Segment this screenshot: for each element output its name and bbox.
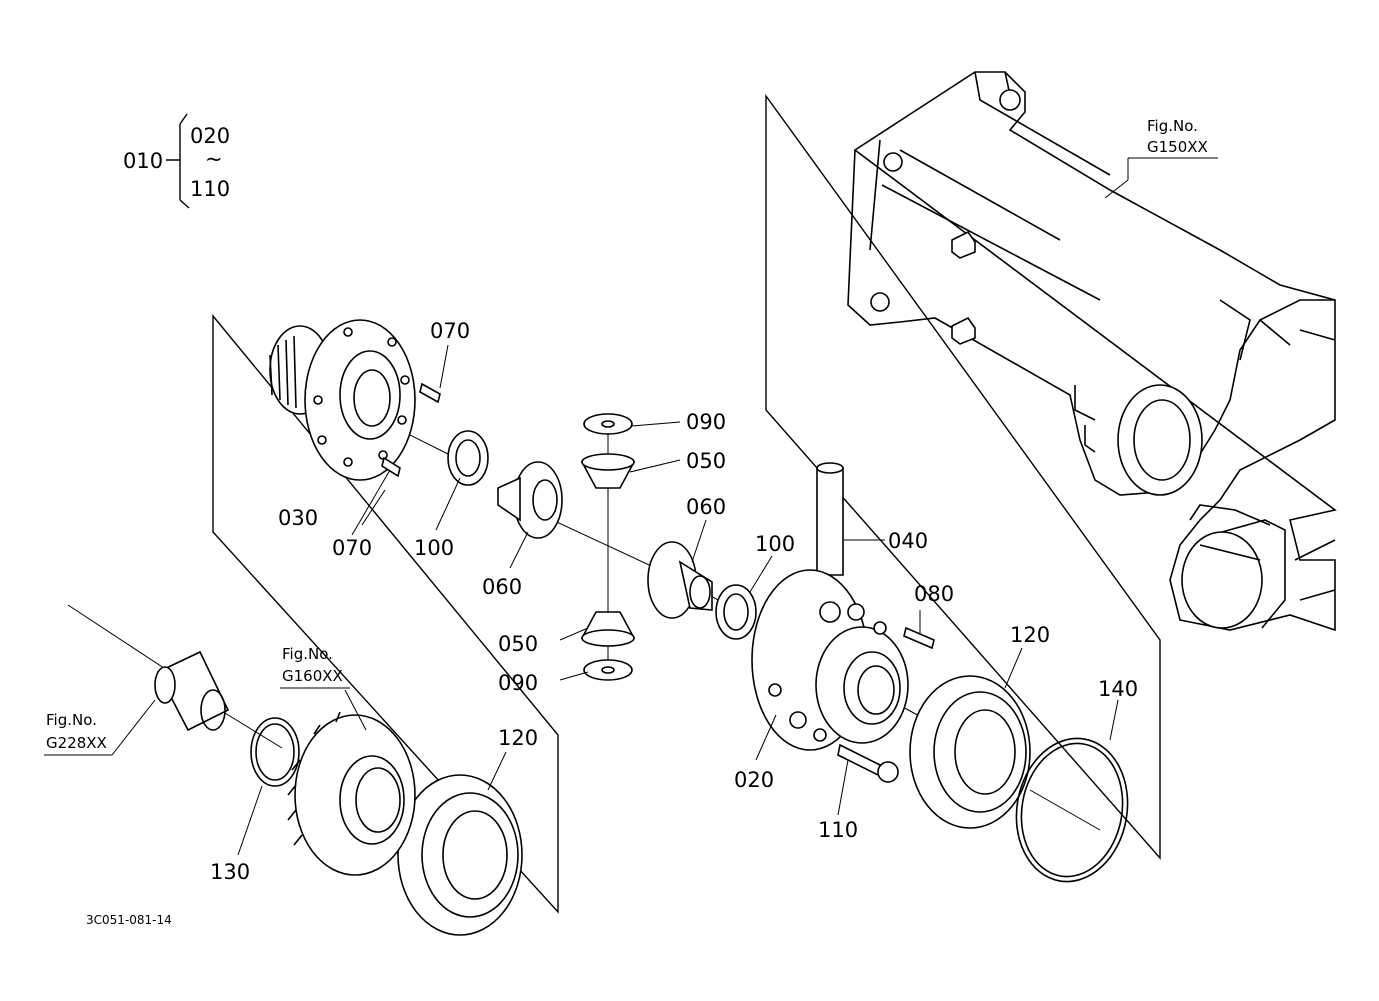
svg-text:Fig.No.: Fig.No. (282, 645, 333, 663)
callout-090-bottom[interactable]: 090 (498, 671, 538, 695)
callout-100-right[interactable]: 100 (755, 532, 795, 556)
callout-070-top[interactable]: 070 (430, 319, 470, 343)
callout-120-right[interactable]: 120 (1010, 623, 1050, 647)
part-120-bearing-right (909, 675, 1031, 829)
fig-ref-g160-code: G160XX (282, 667, 343, 685)
callout-020[interactable]: 020 (734, 768, 774, 792)
part-110-bolt (837, 743, 899, 783)
part-120-bearing-left (397, 774, 523, 936)
range-start: 020 (190, 124, 230, 148)
part-140-o-ring (1015, 737, 1129, 883)
range-end: 110 (190, 177, 230, 201)
part-100-washer-left (447, 430, 489, 486)
fig-ref-g150[interactable]: Fig.No. G150XX (1127, 117, 1218, 180)
assembly-label: 010 (123, 149, 163, 173)
callout-090-top[interactable]: 090 (686, 410, 726, 434)
shaft-axis (67, 604, 283, 749)
callout-100-left[interactable]: 100 (414, 536, 454, 560)
callout-080[interactable]: 080 (914, 582, 954, 606)
fig-ref-g150-code: G150XX (1147, 138, 1208, 156)
callout-040[interactable]: 040 (888, 529, 928, 553)
range-tilde: ~ (205, 147, 223, 171)
part-050-pinion-top (580, 453, 636, 489)
left-assembly-frame (212, 314, 559, 914)
callout-130[interactable]: 130 (210, 860, 250, 884)
fig-ref-g228[interactable]: Fig.No. G228XX (44, 699, 156, 756)
part-030-differential-case (269, 319, 416, 481)
part-090-washer-top (583, 413, 633, 435)
right-assembly-frame (765, 93, 1161, 860)
part-020-differential-housing (751, 569, 909, 751)
axle-shaft (154, 650, 230, 732)
svg-text:Fig.No.: Fig.No. (46, 711, 97, 729)
callout-060-left[interactable]: 060 (482, 575, 522, 599)
part-050-pinion-bottom (580, 611, 636, 647)
fig-ref-g228-code: G228XX (46, 734, 107, 752)
callout-140[interactable]: 140 (1098, 677, 1138, 701)
callout-060-right[interactable]: 060 (686, 495, 726, 519)
callout-050-bottom[interactable]: 050 (498, 632, 538, 656)
callout-110[interactable]: 110 (818, 818, 858, 842)
part-130-snap-ring (250, 717, 300, 787)
part-080-pin (903, 626, 935, 650)
callout-120-left[interactable]: 120 (498, 726, 538, 750)
svg-text:Fig.No.: Fig.No. (1147, 117, 1198, 135)
part-040-pinion-shaft (816, 462, 844, 576)
drawing-code: 3C051-081-14 (86, 913, 172, 927)
final-gear (287, 711, 416, 876)
part-100-washer-right (715, 584, 757, 640)
fig-ref-g160[interactable]: Fig.No. G160XX (280, 645, 350, 689)
leader-lines (237, 344, 1119, 856)
callout-070-bottom[interactable]: 070 (332, 536, 372, 560)
part-060-side-gear-right (647, 541, 713, 619)
bracket (166, 113, 190, 209)
assembly-range-header: 010 020 ~ 110 (123, 113, 230, 209)
part-070-pins (381, 382, 441, 478)
callout-030[interactable]: 030 (278, 506, 318, 530)
part-060-side-gear-left (497, 461, 563, 539)
axle-housing (847, 71, 1337, 632)
callout-050-top[interactable]: 050 (686, 449, 726, 473)
part-090-washer-bottom (583, 659, 633, 681)
leader-g150 (1104, 179, 1129, 199)
